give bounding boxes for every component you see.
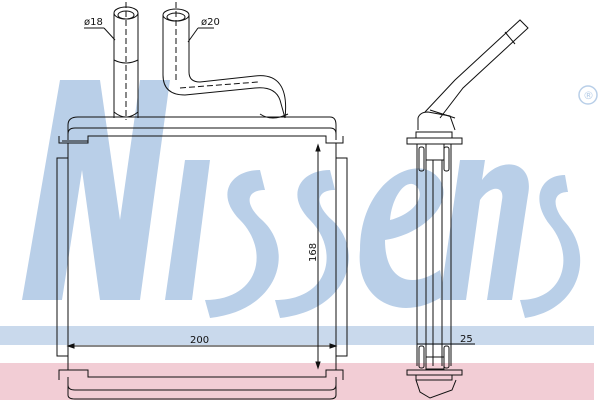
registered-mark-icon — [578, 85, 598, 105]
width-dimension — [66, 343, 338, 349]
registered-mark: ® — [583, 89, 594, 102]
height-dimension — [315, 143, 321, 370]
bottom-tank — [58, 369, 344, 400]
side-view — [406, 19, 529, 399]
outlet-pipe — [162, 2, 289, 119]
core-body — [56, 143, 348, 370]
inlet-pipe — [113, 2, 139, 120]
pink-band — [0, 363, 594, 400]
inlet-diameter-label: ø18 — [84, 17, 103, 28]
depth-label: 25 — [460, 334, 473, 345]
width-label: 200 — [190, 335, 209, 346]
height-label: 168 — [308, 243, 319, 262]
outlet-diameter-label: ø20 — [201, 17, 220, 28]
blue-band — [0, 326, 594, 345]
top-tank — [58, 116, 344, 144]
